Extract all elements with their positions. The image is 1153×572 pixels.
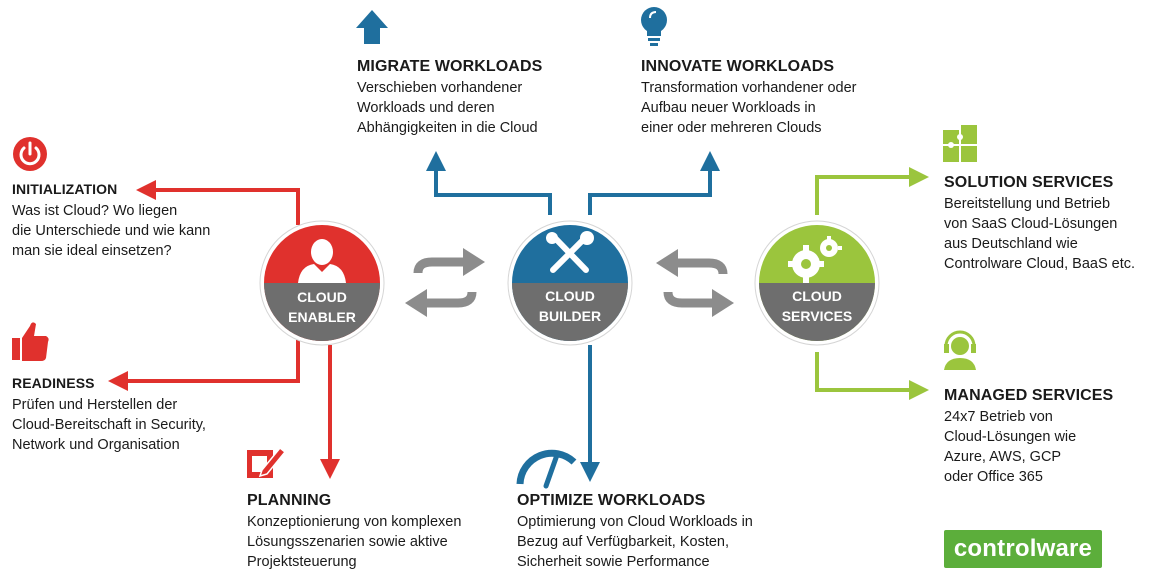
arrow-up-icon [356,10,388,44]
arrow-to-migrate [426,151,552,215]
tools-icon [550,235,589,273]
cloud-enabler-node[interactable]: CLOUD ENABLER [259,220,385,346]
readiness-title: READINESS [12,375,95,391]
managed-block: MANAGED SERVICES 24x7 Betrieb von Cloud-… [944,386,1149,487]
enabler-label-line1: CLOUD [297,289,347,305]
edit-icon [247,446,287,478]
arrow-to-managed [815,352,929,400]
enabler-label-line2: ENABLER [288,309,356,325]
initialization-text: Was ist Cloud? Wo liegen die Unterschied… [12,203,211,259]
optimize-text: Optimierung von Cloud Workloads in Bezug… [517,514,753,570]
innovate-title: INNOVATE WORKLOADS [641,58,835,75]
controlware-logo[interactable]: controlware [944,530,1102,568]
managed-title: MANAGED SERVICES [944,387,1114,404]
cloud-services-node[interactable]: CLOUD SERVICES [754,220,880,346]
readiness-text: Prüfen und Herstellen der Cloud-Bereitsc… [12,397,206,453]
arrow-to-solution [815,167,929,215]
arrow-to-innovate [588,151,720,215]
gears-icon [788,236,842,283]
headset-icon [944,330,976,370]
initialization-block: INITIALIZATION Was ist Cloud? Wo liegen … [12,180,242,261]
cycle-arrows-right [656,249,734,317]
planning-title: PLANNING [247,492,332,509]
managed-text: 24x7 Betrieb von Cloud-Lösungen wie Azur… [944,409,1077,485]
builder-connectors [426,151,720,482]
migrate-text: Verschieben vorhandener Workloads und de… [357,80,538,136]
migrate-title: MIGRATE WORKLOADS [357,58,543,75]
puzzle-icon [943,125,977,162]
planning-text: Konzeptionierung von komplexen Lösungssz… [247,514,462,570]
migrate-block: MIGRATE WORKLOADS Verschieben vorhandene… [357,57,577,138]
power-icon [13,137,47,171]
cloud-builder-node[interactable]: CLOUD BUILDER [507,220,633,346]
readiness-block: READINESS Prüfen und Herstellen der Clou… [12,374,242,455]
solution-text: Bereitstellung und Betrieb von SaaS Clou… [944,196,1136,272]
services-label-line2: SERVICES [782,308,853,324]
initialization-title: INITIALIZATION [12,181,118,197]
builder-label-line2: BUILDER [539,308,601,324]
planning-block: PLANNING Konzeptionierung von komplexen … [247,491,497,572]
services-label-line1: CLOUD [792,288,842,304]
solution-title: SOLUTION SERVICES [944,174,1114,191]
lightbulb-icon [641,7,667,46]
innovate-block: INNOVATE WORKLOADS Transformation vorhan… [641,57,891,138]
builder-label-line1: CLOUD [545,288,595,304]
enabler-connectors [108,180,340,479]
innovate-text: Transformation vorhandener oder Aufbau n… [641,80,857,136]
optimize-block: OPTIMIZE WORKLOADS Optimierung von Cloud… [517,491,787,572]
thumbs-up-icon [12,322,49,361]
arrow-to-readiness [108,340,300,391]
user-icon [298,239,346,283]
services-connectors [815,167,929,400]
gauge-icon [516,449,577,489]
arrow-to-initialization [136,180,300,225]
optimize-title: OPTIMIZE WORKLOADS [517,492,706,509]
cycle-arrows-left [405,248,485,317]
solution-block: SOLUTION SERVICES Bereitstellung und Bet… [944,173,1149,274]
